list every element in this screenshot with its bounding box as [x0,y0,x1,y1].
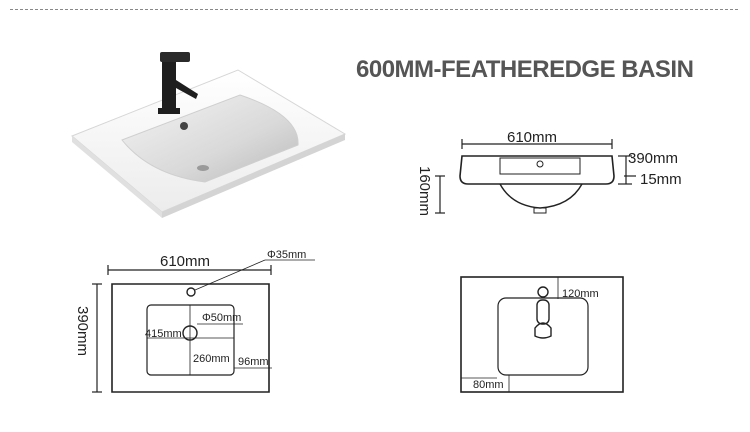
basin-side-edge [162,134,345,218]
side-width-label: 610mm [507,129,557,146]
drain-hole [197,165,209,171]
bowl-length-label: 415mm [145,328,182,340]
right-view-drawing [460,276,624,393]
bowl-width-label: 260mm [193,353,230,365]
top-depth-label: 390mm [74,306,91,356]
basin-photo [71,52,347,218]
faucet-handle [160,52,190,62]
page-title: 600MM-FEATHEREDGE BASIN [356,56,694,83]
overflow-hole [180,122,188,130]
side-rim-label: 15mm [640,171,682,188]
top-view-drawing [92,259,315,393]
front-offset-label: 80mm [473,379,504,391]
basin-front-edge [72,136,162,218]
tap-hole-label: Φ35mm [267,249,306,261]
top-width-label: 610mm [160,253,210,270]
side-height-label: 160mm [416,166,433,216]
faucet-spout [176,80,198,99]
basin-bowl [121,94,299,183]
side-depth-label: 390mm [628,150,678,167]
faucet-body [162,60,176,112]
front-label: 96mm [238,356,269,368]
side-view-drawing [435,139,636,214]
drain-label: Φ50mm [202,312,241,324]
tap-offset-label: 120mm [562,288,599,300]
top-divider [10,9,738,10]
